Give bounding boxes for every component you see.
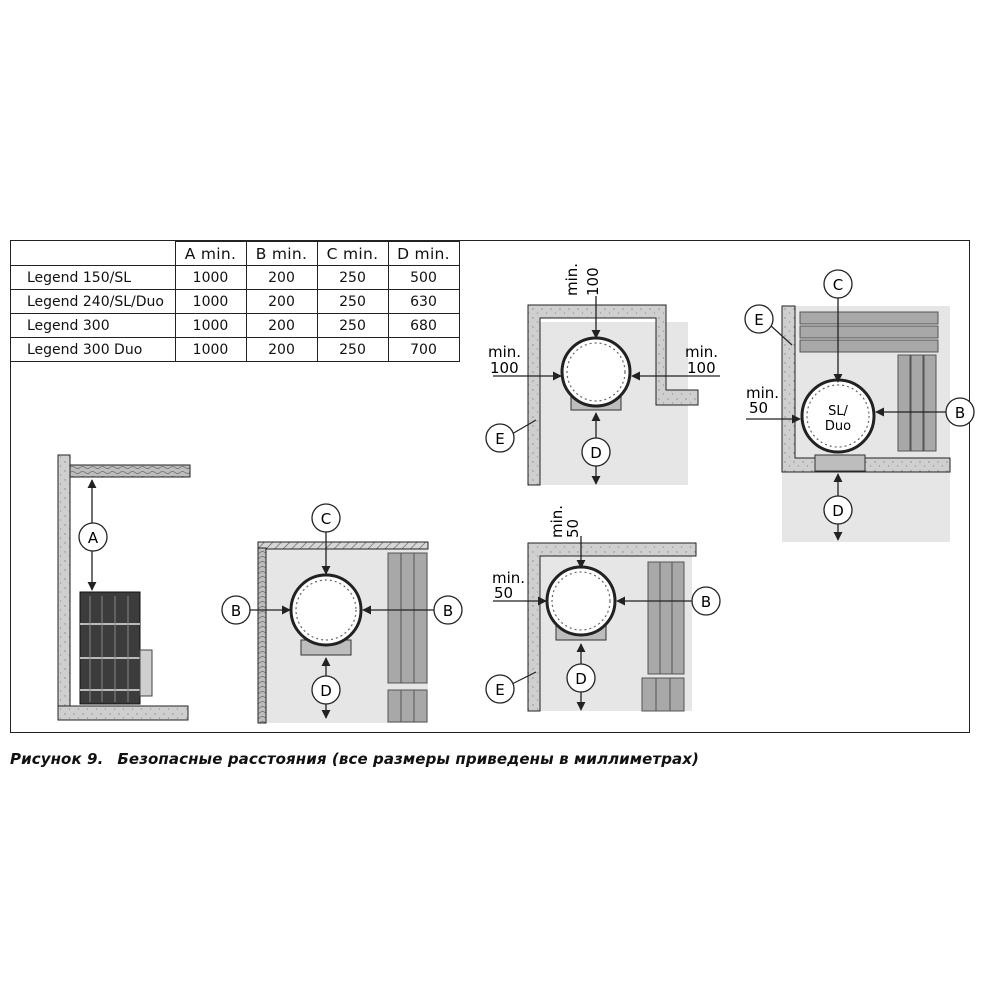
bench bbox=[799, 311, 939, 452]
label-b: B bbox=[955, 404, 965, 422]
label-d: D bbox=[590, 444, 602, 462]
label-a: A bbox=[88, 529, 99, 547]
leader-e bbox=[511, 419, 537, 435]
table-row: Legend 300 1000 200 250 680 bbox=[10, 313, 460, 338]
col-header-b: B min. bbox=[245, 241, 318, 266]
value-cell: 200 bbox=[245, 313, 318, 338]
label-circle-d bbox=[581, 437, 611, 467]
value-cell: 200 bbox=[245, 289, 318, 314]
table-row: Legend 150/SL 1000 200 250 500 bbox=[10, 265, 460, 290]
figure-frame bbox=[10, 240, 970, 733]
duo-label: Duo bbox=[825, 419, 851, 434]
table-row: Legend 300 Duo 1000 200 250 700 bbox=[10, 337, 460, 362]
min-label-left: min. bbox=[488, 343, 521, 361]
min-label-left: min. bbox=[746, 384, 779, 402]
clearance-table: A min. B min. C min. D min. Legend 150/S… bbox=[10, 241, 460, 362]
figure-caption: Рисунок 9. Безопасные расстояния (все раз… bbox=[10, 750, 699, 768]
side-wall bbox=[57, 454, 71, 721]
top-view-diagram-1: C B B D bbox=[221, 503, 463, 724]
leader-e bbox=[769, 324, 793, 346]
label-circle-d bbox=[823, 495, 853, 525]
value-label-top: 100 bbox=[584, 267, 602, 296]
value-label-left: 100 bbox=[490, 359, 519, 377]
wall bbox=[781, 305, 951, 473]
label-circle-b bbox=[691, 586, 721, 616]
label-circle-b bbox=[945, 397, 975, 427]
label-circle-b bbox=[221, 595, 251, 625]
label-e: E bbox=[495, 430, 504, 448]
value-label-left: 50 bbox=[749, 399, 768, 417]
sl-label: SL/ bbox=[828, 404, 848, 419]
min-label-top: min. bbox=[563, 263, 581, 296]
value-cell: 1000 bbox=[174, 337, 247, 362]
value-cell: 1000 bbox=[174, 265, 247, 290]
min-label-right: min. bbox=[685, 343, 718, 361]
min-label-left: min. bbox=[492, 569, 525, 587]
stove-icon bbox=[79, 591, 153, 705]
top-view-diagram-4: SL/ Duo C min. 50 B D E bbox=[744, 269, 975, 542]
side-view-diagram: A bbox=[57, 454, 191, 721]
label-e: E bbox=[495, 681, 504, 699]
label-d: D bbox=[320, 682, 332, 700]
figure-number: Рисунок 9. bbox=[10, 750, 104, 768]
col-header-d: D min. bbox=[387, 241, 460, 266]
top-view-diagram-2: min. 100 min. 100 min. 100 D E bbox=[485, 263, 720, 486]
value-label-right: 100 bbox=[687, 359, 716, 377]
label-circle-c bbox=[311, 503, 341, 533]
stove-top-icon bbox=[289, 573, 363, 656]
label-b: B bbox=[701, 593, 711, 611]
value-cell: 200 bbox=[245, 265, 318, 290]
label-circle-a bbox=[78, 522, 108, 552]
bench bbox=[387, 552, 428, 723]
wall bbox=[527, 304, 699, 486]
value-cell: 680 bbox=[387, 313, 460, 338]
stove-top-icon bbox=[560, 336, 632, 411]
label-c: C bbox=[321, 510, 331, 528]
wall bbox=[527, 542, 697, 712]
stove-top-icon bbox=[800, 378, 876, 472]
label-d: D bbox=[575, 670, 587, 688]
label-circle-c bbox=[823, 269, 853, 299]
label-d: D bbox=[832, 502, 844, 520]
model-cell: Legend 150/SL bbox=[10, 265, 176, 290]
label-circle-e bbox=[485, 423, 515, 453]
bench bbox=[641, 561, 685, 712]
side-floor bbox=[57, 705, 189, 721]
value-label-left: 50 bbox=[494, 584, 513, 602]
value-cell: 700 bbox=[387, 337, 460, 362]
value-cell: 250 bbox=[316, 337, 389, 362]
col-header-a: A min. bbox=[174, 241, 247, 266]
table-row: Legend 240/SL/Duo 1000 200 250 630 bbox=[10, 289, 460, 314]
stove-top-icon bbox=[545, 565, 617, 641]
label-circle-d bbox=[566, 663, 596, 693]
back-wall bbox=[257, 541, 429, 550]
table-header-row: A min. B min. C min. D min. bbox=[10, 241, 460, 266]
value-cell: 500 bbox=[387, 265, 460, 290]
min-label-top: min. bbox=[548, 505, 566, 538]
label-circle-e bbox=[744, 304, 774, 334]
value-cell: 250 bbox=[316, 313, 389, 338]
label-c: C bbox=[833, 276, 843, 294]
figure-caption-text: Безопасные расстояния (все размеры приве… bbox=[117, 750, 699, 768]
value-label-top: 50 bbox=[564, 519, 582, 538]
leader-e bbox=[511, 671, 537, 685]
label-circle-d bbox=[311, 675, 341, 705]
top-view-diagram-3: min. 50 min. 50 B D E bbox=[485, 505, 721, 712]
label-circle-b bbox=[433, 595, 463, 625]
label-b: B bbox=[443, 602, 453, 620]
value-cell: 1000 bbox=[174, 313, 247, 338]
side-ceiling bbox=[69, 464, 191, 478]
label-circle-e bbox=[485, 674, 515, 704]
value-cell: 1000 bbox=[174, 289, 247, 314]
label-e: E bbox=[754, 311, 763, 329]
label-b: B bbox=[231, 602, 241, 620]
side-wall bbox=[257, 547, 267, 724]
